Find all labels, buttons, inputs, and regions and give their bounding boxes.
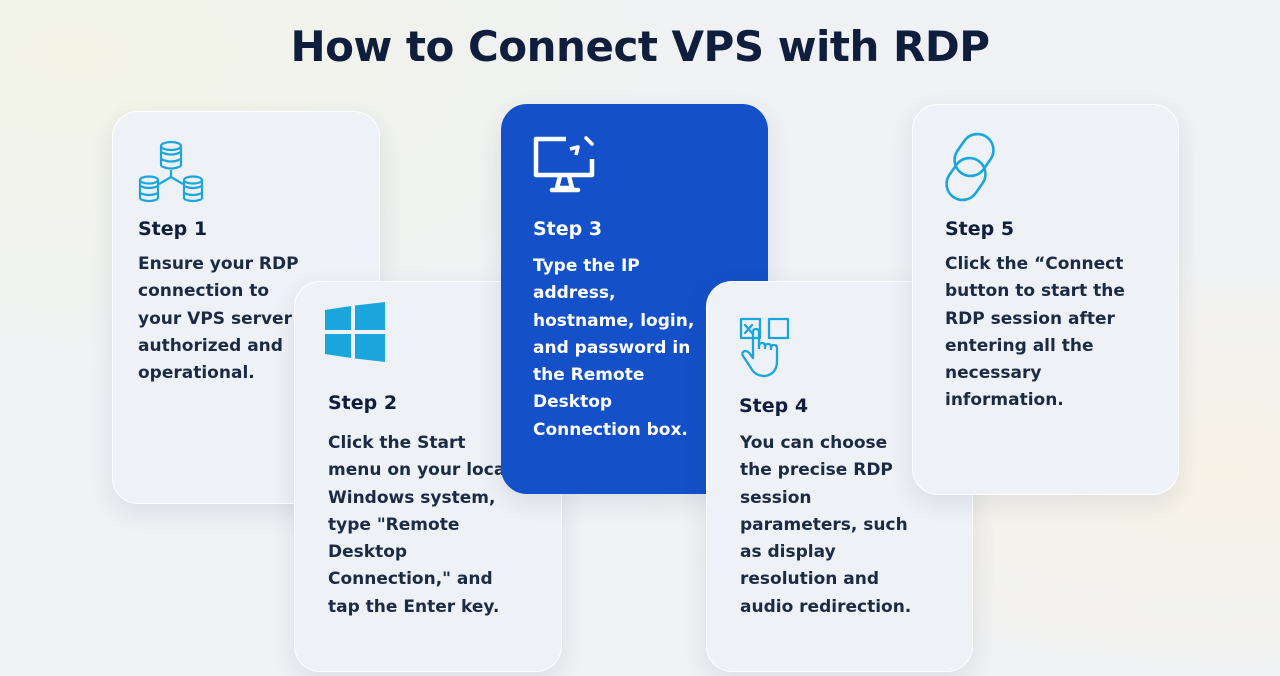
step-5-label: Step 5 [945,218,1015,240]
step-5-card: Step 5 Click the “Connect button to star… [912,104,1179,495]
step-3-label: Step 3 [533,218,603,240]
step-3-description: Type the IP address, hostname, login, an… [533,256,695,440]
link-chain-icon [943,131,997,207]
windows-logo-icon [325,302,385,366]
database-network-icon [137,139,205,211]
step-2-label: Step 2 [328,392,398,414]
step-2-description: Click the Start menu on your local Windo… [328,433,512,617]
page-title: How to Connect VPS with RDP [290,22,990,71]
step-4-label: Step 4 [739,395,809,417]
monitor-cursor-icon [532,135,598,199]
select-checkbox-hand-icon [737,316,797,384]
step-4-description: You can choose the precise RDP session p… [740,433,912,617]
step-1-description: Ensure your RDP connection to your VPS s… [138,254,314,384]
step-5-description: Click the “Connect button to start the R… [945,254,1125,411]
step-1-label: Step 1 [138,218,208,240]
